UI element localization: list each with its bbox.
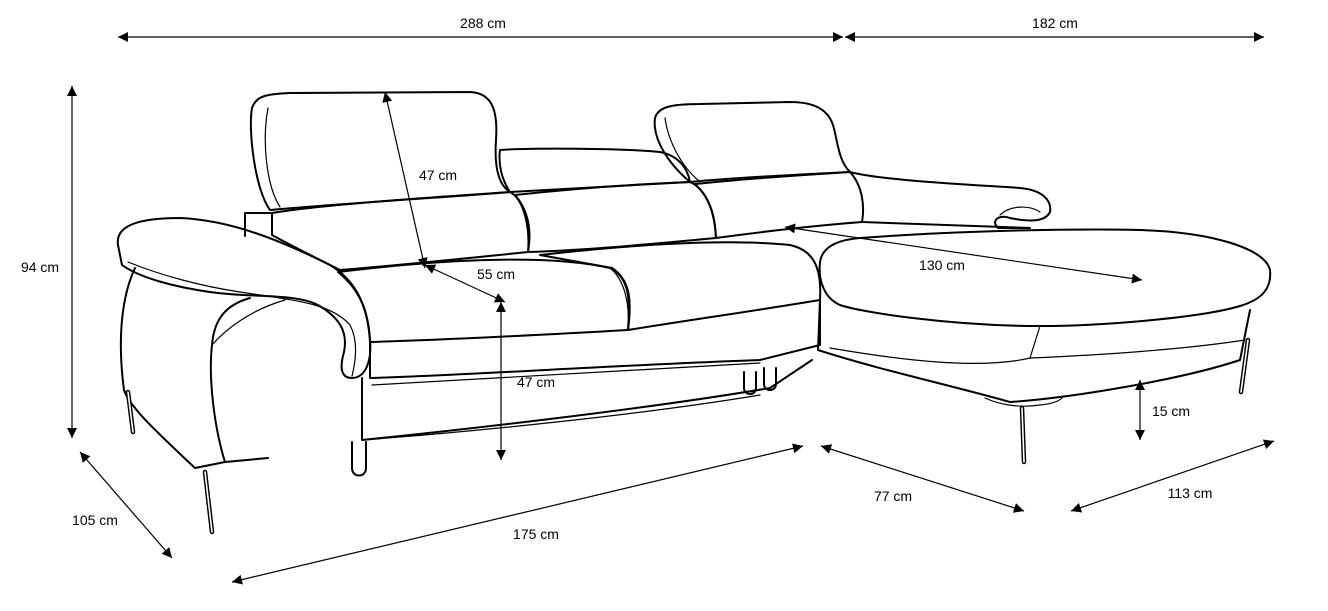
dim-arrow-seat-length: [231, 443, 804, 585]
seat-front: [369, 299, 821, 379]
seat-cushion-right: [539, 241, 822, 331]
label-total-width: 288 cm: [460, 15, 506, 31]
label-leg-height: 15 cm: [1152, 403, 1190, 419]
dim-arrow-chaise-depth: [1070, 439, 1275, 513]
label-depth: 105 cm: [72, 512, 118, 528]
left-arm-body: [119, 267, 251, 469]
dim-arrow-depth: [79, 451, 173, 559]
chaise-armrest: [849, 171, 1052, 229]
dim-arrow-headrest-height: [382, 91, 428, 269]
left-headrest: [249, 91, 511, 211]
dimension-labels: 288 cm 182 cm 94 cm 105 cm 175 cm 47 cm …: [21, 15, 1213, 542]
sofa-legs: [125, 337, 1251, 535]
dimension-lines: [67, 32, 1275, 585]
sofa-drawing: [116, 91, 1272, 535]
back-cushion-right: [694, 171, 865, 239]
label-chaise-front-depth: 77 cm: [874, 488, 912, 504]
label-chaise-length: 130 cm: [919, 257, 965, 273]
dim-arrow-chaise-length: [784, 223, 1143, 284]
left-armrest: [116, 217, 372, 379]
chaise-base: [817, 299, 1251, 403]
chaise-seat: [818, 228, 1272, 327]
dim-arrow-seat-depth: [424, 264, 506, 303]
sofa-base: [361, 359, 813, 441]
middle-headrest: [498, 147, 691, 193]
label-seat-height: 47 cm: [517, 374, 555, 390]
back-cushion-left: [271, 191, 530, 271]
label-chaise-depth: 113 cm: [1168, 485, 1213, 501]
label-height: 94 cm: [21, 259, 59, 275]
label-headrest-height: 47 cm: [419, 167, 457, 183]
label-chaise-width: 182 cm: [1032, 15, 1078, 31]
label-seat-length: 175 cm: [513, 526, 559, 542]
back-cushion-middle: [514, 181, 717, 253]
sofa-back-frame: [244, 212, 273, 237]
dim-arrow-chaise-front-depth: [820, 444, 1025, 513]
right-headrest: [653, 101, 851, 183]
label-seat-depth: 55 cm: [477, 266, 515, 282]
